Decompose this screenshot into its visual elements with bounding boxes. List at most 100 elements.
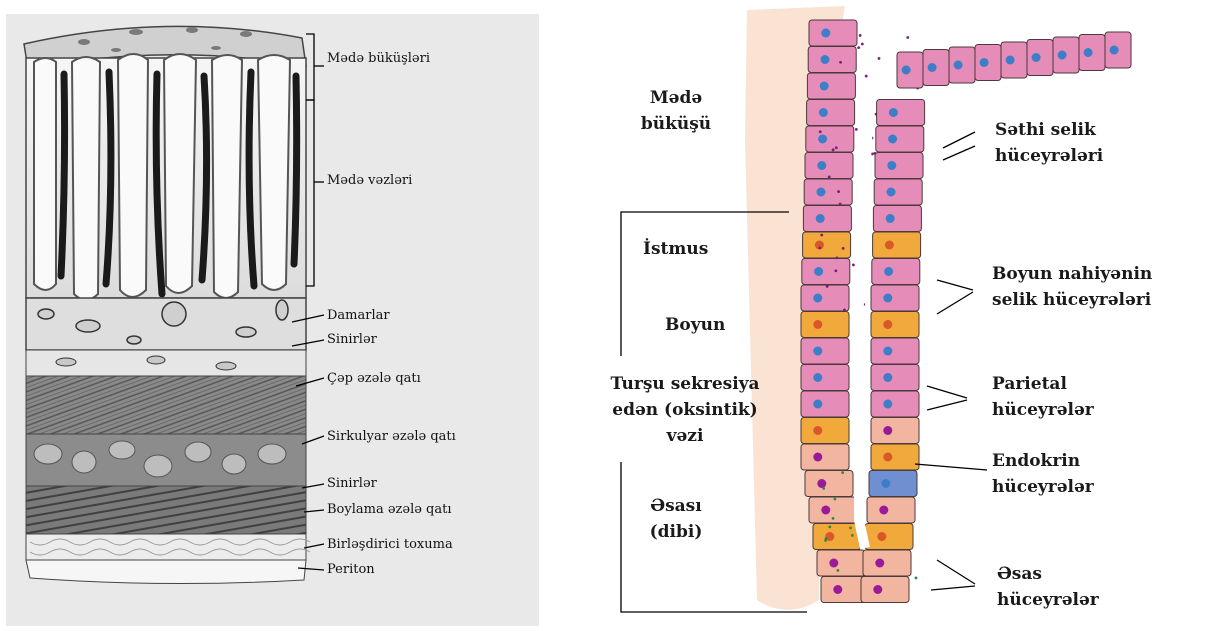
secretory-granule — [851, 534, 854, 537]
cell-nucleus — [980, 58, 989, 67]
secretory-granule — [836, 257, 839, 260]
cell-nucleus — [833, 585, 842, 594]
cell-nucleus — [813, 347, 822, 356]
mucous-cell — [807, 73, 855, 99]
parietal-cell — [801, 312, 849, 338]
peritoneum-layer — [26, 560, 306, 584]
surface-epithelium-cells — [897, 32, 1131, 88]
mucous-cell — [808, 47, 856, 73]
cell-nucleus — [817, 188, 826, 197]
cell-nucleus — [873, 585, 882, 594]
label-neck: Boyun — [665, 313, 725, 337]
label-chief-line1: Əsas — [997, 562, 1042, 586]
cell-nucleus — [813, 320, 822, 329]
label-base-line1: Əsası — [631, 494, 721, 518]
label-circular-muscle: Sirkulyar əzələ qatı — [327, 429, 456, 444]
cell-nucleus — [883, 400, 892, 409]
parietal-cell — [813, 524, 861, 550]
secretory-granule — [906, 36, 909, 39]
label-neck-mucous-line1: Boyun nahiyənin — [992, 262, 1152, 286]
stomach-wall-illustration — [6, 14, 539, 626]
cell-nucleus — [875, 559, 884, 568]
chief-cell — [817, 550, 865, 576]
oxyntic-gland-panel: Mədə büküşü İstmus Boyun Turşu sekresiya… — [597, 0, 1208, 631]
cell-nucleus — [883, 426, 892, 435]
secretory-granule — [828, 175, 831, 178]
mucous-cell — [803, 206, 851, 232]
secretory-granule — [865, 75, 868, 78]
secretory-granule — [852, 264, 855, 267]
mucous-cell — [874, 179, 922, 205]
cell-nucleus — [1006, 56, 1015, 65]
cell-nucleus — [887, 161, 896, 170]
neck-cell — [871, 338, 919, 364]
cell-nucleus — [883, 320, 892, 329]
secretory-granule — [825, 537, 828, 540]
secretory-granule — [818, 247, 821, 250]
label-isthmus: İstmus — [643, 237, 708, 261]
secretory-granule — [828, 525, 831, 528]
secretory-granule — [849, 526, 852, 529]
cell-nucleus — [817, 161, 826, 170]
mucous-cell — [873, 206, 921, 232]
secretory-granule — [835, 146, 838, 149]
cell-nucleus — [821, 55, 830, 64]
secretory-granule — [820, 234, 823, 237]
secretory-granule — [839, 203, 842, 206]
neck-cell — [872, 259, 920, 285]
secretory-granule — [837, 569, 840, 572]
neck-cell — [801, 391, 849, 417]
mucous-cell — [809, 20, 857, 46]
label-parietal-line1: Parietal — [992, 372, 1067, 396]
neck-cell — [801, 338, 849, 364]
secretory-granule — [843, 309, 846, 312]
cell-nucleus — [821, 506, 830, 515]
label-peritoneum: Periton — [327, 562, 375, 577]
parietal-cell — [871, 312, 919, 338]
neck-cell — [801, 285, 849, 311]
secretory-granule — [839, 61, 842, 64]
secretory-granule — [822, 487, 825, 490]
mucous-cell — [805, 153, 853, 179]
cell-nucleus — [883, 453, 892, 462]
cell-nucleus — [887, 188, 896, 197]
cell-nucleus — [1058, 51, 1067, 60]
cell-nucleus — [1032, 53, 1041, 62]
secretory-granule — [842, 247, 845, 250]
cell-nucleus — [883, 294, 892, 303]
mucous-cell — [806, 126, 854, 152]
cell-nucleus — [883, 347, 892, 356]
mucous-cell — [876, 126, 924, 152]
label-nerves-lower: Sinirlər — [327, 476, 377, 491]
label-oxyntic-line3: vəzi — [597, 424, 773, 448]
chief-cell — [801, 444, 849, 470]
cell-nucleus — [954, 61, 963, 70]
label-base-line2: (dibi) — [631, 520, 721, 544]
mucous-cell — [875, 153, 923, 179]
secretory-granule — [832, 148, 835, 151]
label-endocrine-line1: Endokrin — [992, 449, 1080, 473]
label-gastric-pit-line1: Mədə — [631, 86, 721, 110]
cell-nucleus — [821, 29, 830, 38]
cell-nucleus — [814, 267, 823, 276]
connective-tissue-layer — [26, 534, 306, 560]
folds-bracket — [306, 34, 314, 100]
label-surface-mucous-line2: hüceyrələri — [995, 144, 1103, 168]
secretory-granule — [832, 517, 835, 520]
cell-nucleus — [816, 214, 825, 223]
cell-nucleus — [813, 426, 822, 435]
longitudinal-muscle-layer — [26, 486, 306, 534]
secretory-granule — [861, 43, 864, 46]
cell-nucleus — [928, 63, 937, 72]
chief-cell — [867, 497, 915, 523]
chief-cell — [863, 550, 911, 576]
parietal-cell — [801, 418, 849, 444]
cell-nucleus — [829, 559, 838, 568]
secretory-granule — [857, 46, 860, 49]
neck-cell — [871, 285, 919, 311]
cell-nucleus — [818, 135, 827, 144]
cell-nucleus — [1084, 48, 1093, 57]
label-oxyntic-line2: edən (oksintik) — [597, 398, 773, 422]
label-connective-tissue: Birləşdirici toxuma — [327, 537, 453, 552]
chief-cell — [871, 418, 919, 444]
